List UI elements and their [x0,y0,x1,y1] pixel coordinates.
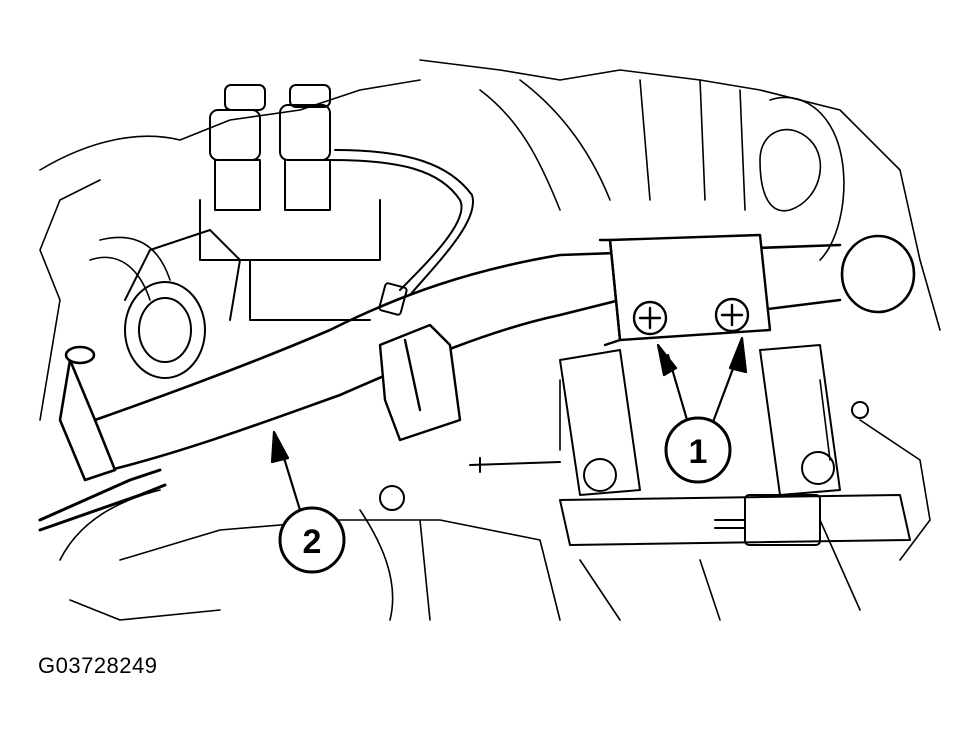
figure-code: G03728249 [38,653,158,678]
engine-bolts [379,401,869,511]
callout-2-leader [270,430,302,512]
pipe-bracket [378,323,462,442]
ignition-coil-pack [199,84,381,321]
callout-1-leader [656,336,748,432]
wire-harness [329,149,475,316]
bolt-right [714,297,750,333]
mounting-bracket [598,233,772,347]
callout-2-label: 2 [303,523,322,561]
callout-1: 1 [664,416,732,484]
arrowhead-1a [656,343,678,377]
thermostat-housing [124,229,241,379]
engine-block [469,344,911,546]
arrowhead-1b [728,336,748,374]
callout-2: 2 [278,506,346,574]
callout-1-label: 1 [689,433,708,471]
coolant-pipe [38,234,916,532]
arrowhead-2 [270,430,290,464]
engine-background [39,59,941,621]
bolt-left [632,300,668,336]
